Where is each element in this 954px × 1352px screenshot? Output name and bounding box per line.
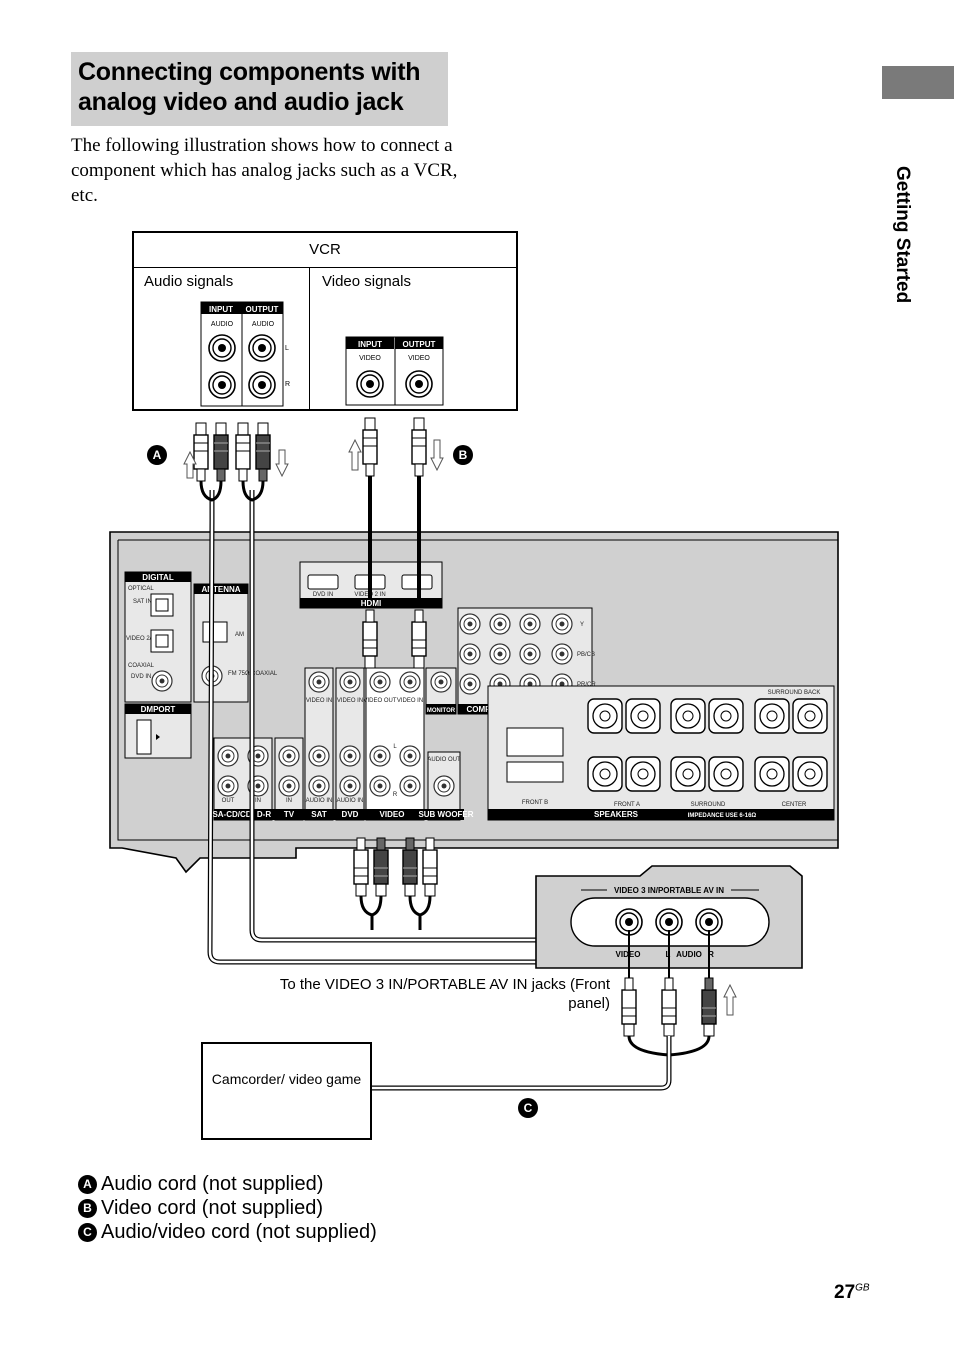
vcr-video-input-label: INPUT (358, 340, 382, 349)
marker-c: C (518, 1098, 538, 1118)
page-number-suffix: GB (855, 1282, 870, 1294)
vcr-left-label: L (285, 345, 289, 352)
vcr-video-in-text: VIDEO (359, 355, 381, 362)
receiver-audio-plugs (353, 837, 438, 930)
marker-a: A (147, 445, 167, 465)
component-pb-label: PB/CB (577, 652, 595, 658)
component-y-label: Y (580, 622, 584, 628)
legend-item-a: A Audio cord (not supplied) (78, 1172, 377, 1196)
legend-text-b: Video cord (not supplied) (101, 1196, 323, 1219)
vcr-audio-input-label: INPUT (209, 305, 233, 314)
coaxial-label: COAXIAL (128, 663, 155, 669)
section-heading: Connecting components with analog video … (78, 58, 421, 116)
vcr-video-jack-block: INPUT OUTPUT VIDEO VIDEO (345, 336, 444, 406)
sacd-out-label: OUT (222, 798, 235, 804)
front-panel: VIDEO 3 IN/PORTABLE AV IN VIDEO L AUDIO … (535, 865, 803, 969)
page-number: 27GB (834, 1282, 870, 1304)
hdmi-dvd-in-label: DVD IN (313, 592, 333, 598)
vcr-audio-out-text: AUDIO (252, 321, 275, 328)
dvd-label: DVD (342, 810, 359, 819)
vcr-panel: VCR Audio signals Video signals (132, 231, 518, 411)
camcorder-label: Camcorder/ video game (211, 1071, 362, 1087)
vcr-audio-output-label: OUTPUT (246, 305, 279, 314)
center-label: CENTER (782, 802, 807, 808)
video-l-label: L (393, 744, 397, 750)
hdmi-label: HDMI (361, 599, 381, 608)
section-heading-box: Connecting components with analog video … (71, 52, 448, 126)
sat-label: SAT (311, 810, 327, 819)
legend-marker-b: B (78, 1198, 97, 1218)
surround-label: SURROUND (691, 802, 726, 808)
video-cord-b (348, 417, 444, 669)
vcr-right-label: R (285, 381, 290, 388)
vcr-audio-in-text: AUDIO (211, 321, 234, 328)
digital-label: DIGITAL (142, 573, 174, 582)
sacd-in-label: IN (255, 798, 261, 804)
vcr-title: VCR (134, 233, 516, 268)
surround-back-label: SURROUND BACK (768, 690, 821, 696)
front-b-label: FRONT B (522, 800, 548, 806)
dvd-video-in-label: VIDEO IN (337, 698, 363, 704)
audio-cord-a (183, 422, 596, 965)
receiver-rear-panel: DIGITAL OPTICAL SAT IN VIDEO 2/ BD IN CO… (109, 531, 839, 874)
component-pr-label: PR/CR (577, 682, 596, 688)
legend-marker-c: C (78, 1222, 97, 1242)
side-tab-marker (882, 66, 954, 99)
legend-marker-a: A (78, 1174, 97, 1194)
av-cord-c (372, 930, 737, 1091)
sat-audio-in-label: AUDIO IN (306, 798, 333, 804)
page-number-value: 27 (834, 1282, 856, 1303)
marker-b: B (453, 445, 473, 465)
legend-item-c: C Audio/video cord (not supplied) (78, 1220, 377, 1244)
am-label: AM (235, 632, 244, 638)
front-r-label: R (708, 950, 714, 959)
vcr-audio-jack-block: INPUT OUTPUT AUDIO AUDIO L R (200, 301, 290, 407)
legend-text-a: Audio cord (not supplied) (101, 1172, 324, 1195)
coaxial-dvd-in-label: DVD IN (131, 674, 151, 680)
sacd-label: SA-CD/CD (212, 810, 251, 819)
tv-label: TV (284, 810, 295, 819)
video2-bd-in-label: VIDEO 2/ BD IN (126, 636, 169, 642)
front-audio-label: AUDIO (676, 950, 702, 959)
vcr-video-output-label: OUTPUT (403, 340, 436, 349)
impedance-label: IMPEDANCE USE 6-16Ω (688, 813, 757, 819)
dvd-audio-in-label: AUDIO IN (337, 798, 364, 804)
vcr-audio-signals-label: Audio signals (144, 273, 234, 290)
destination-text: To the VIDEO 3 IN/PORTABLE AV IN jacks (… (279, 976, 610, 1012)
vcr-divider (309, 267, 310, 411)
vcr-video-signals-label: Video signals (322, 273, 411, 290)
legend-item-b: B Video cord (not supplied) (78, 1196, 377, 1220)
video-out-label: VIDEO OUT (363, 698, 396, 704)
dmport-label: DMPORT (141, 705, 176, 714)
cord-legend: A Audio cord (not supplied) B Video cord… (78, 1172, 377, 1244)
front-panel-title: VIDEO 3 IN/PORTABLE AV IN (614, 886, 724, 895)
sub-woofer-label: SUB WOOFER (418, 810, 473, 819)
video-in-label: VIDEO IN (397, 698, 423, 704)
antenna-label: ANTENNA (201, 585, 240, 594)
sub-audio-out-label: AUDIO OUT (427, 757, 461, 763)
video-r-label: R (393, 792, 398, 798)
sat-video-in-label: VIDEO IN (306, 698, 332, 704)
monitor-label: MONITOR (427, 708, 456, 714)
legend-text-c: Audio/video cord (not supplied) (101, 1220, 377, 1243)
camcorder-box: Camcorder/ video game (201, 1042, 372, 1140)
intro-paragraph: The following illustration shows how to … (71, 135, 458, 206)
vcr-video-out-text: VIDEO (408, 355, 430, 362)
video-label: VIDEO (380, 810, 405, 819)
cdr-label: D-R (257, 810, 271, 819)
optical-label: OPTICAL (128, 586, 154, 592)
sat-in-label: SAT IN (133, 599, 152, 605)
speakers-label: SPEAKERS (594, 810, 639, 819)
front-a-label: FRONT A (614, 802, 640, 808)
tv-in-label: IN (286, 798, 292, 804)
